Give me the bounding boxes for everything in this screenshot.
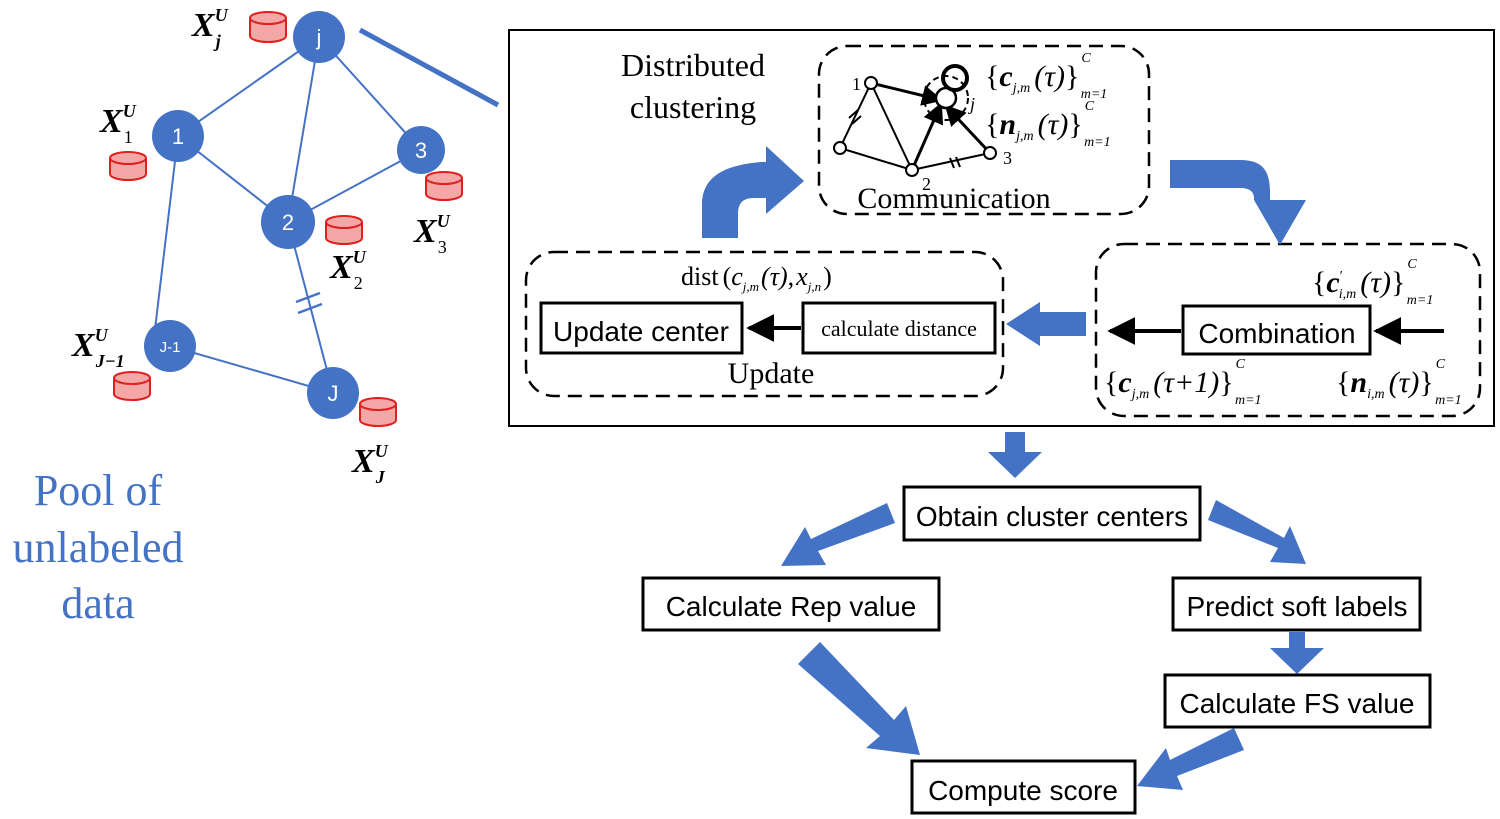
score-flow: Obtain cluster centers Calculate Rep val… (641, 432, 1432, 815)
node-J-label: J (328, 381, 339, 406)
fs-value-label: Calculate FS value (1179, 688, 1414, 719)
mini-node-j-label: j (968, 94, 975, 114)
arrow-update-to-communication (702, 146, 804, 238)
node-1: 1 (152, 110, 204, 162)
obtain-centers-node (902, 485, 1202, 542)
combination-label: Combination (1198, 318, 1355, 349)
node-3-label: 3 (415, 138, 427, 163)
dist-formula: dist(cj,m(τ),xj,n) (681, 262, 832, 294)
arrow-soft-to-fs (1270, 632, 1324, 674)
database-icon-2 (325, 215, 363, 245)
distributed-clustering-panel: Distributed clustering (508, 29, 1495, 427)
node-j-minus-1-label: J-1 (160, 339, 181, 356)
compute-score-label: Compute score (928, 775, 1118, 806)
combination-node (1181, 304, 1372, 356)
arrow-communication-to-combination (1170, 160, 1306, 245)
network-nodes: j 1 3 2 J-1 J (144, 11, 445, 419)
cycle-arrows (702, 146, 1306, 346)
node-j-minus-1: J-1 (144, 320, 196, 372)
update-center-label: Update center (553, 316, 729, 347)
database-icons (109, 11, 463, 427)
database-icon-J (359, 397, 397, 427)
mini-node-3-label: 3 (1003, 148, 1012, 168)
update-label: Update (728, 357, 815, 390)
node-2-label: 2 (282, 210, 294, 235)
edge-jm1-J (169, 345, 334, 394)
database-icon-3 (425, 171, 463, 201)
arrow-rep-to-score (798, 642, 920, 755)
link-break-mark-2 (297, 302, 323, 315)
compute-score-node (910, 759, 1137, 815)
arrow-panel-to-obtain (988, 432, 1042, 478)
pool-label-line-2: unlabeled (12, 523, 183, 572)
calc-distance-label: calculate distance (821, 316, 977, 341)
edge-j-1 (177, 36, 320, 137)
obtain-centers-label: Obtain cluster centers (916, 501, 1188, 532)
pool-label-line-1: Pool of (34, 466, 163, 515)
network-graph: j 1 3 2 J-1 J (12, 5, 500, 628)
link-break-mark-1 (295, 291, 321, 304)
edge-1-jm1 (152, 135, 179, 347)
database-icon-j (249, 11, 287, 43)
mini-node-2-label: 2 (922, 174, 931, 194)
node-J: J (307, 367, 359, 419)
update-box: Update center calculate distance dist(cj… (524, 250, 1005, 398)
rep-value-label: Calculate Rep value (666, 591, 917, 622)
node-2: 2 (261, 195, 315, 249)
zoom-connector-line (358, 27, 500, 108)
soft-labels-label: Predict soft labels (1187, 591, 1408, 622)
update-center-node (539, 301, 744, 355)
soft-labels-node (1171, 576, 1422, 632)
node-3: 3 (397, 126, 445, 174)
calc-distance-node (801, 301, 997, 355)
panel-title-line-2: clustering (630, 89, 756, 125)
rep-value-node (641, 576, 941, 632)
flow-arrows (781, 500, 1324, 790)
communication-label: Communication (857, 182, 1050, 215)
fs-value-node (1163, 673, 1432, 729)
arrow-obtain-to-soft (1208, 500, 1306, 564)
panel-frame (508, 29, 1495, 427)
edge-j-2 (287, 36, 320, 223)
database-icon-j-minus-1 (113, 371, 151, 401)
pool-label: Pool of unlabeled data (12, 466, 183, 628)
panel-title-line-1: Distributed (621, 47, 765, 83)
pool-label-line-3: data (61, 579, 134, 628)
mini-node-1-label: 1 (852, 74, 861, 94)
node-1-label: 1 (172, 124, 184, 149)
node-j-label: j (316, 25, 322, 50)
arrow-combination-to-update (1006, 302, 1086, 346)
arrow-obtain-to-rep (781, 503, 895, 566)
mini-network (833, 64, 997, 177)
node-j: j (293, 11, 345, 63)
database-icon-1 (109, 151, 147, 181)
arrow-fs-to-score (1137, 728, 1244, 790)
